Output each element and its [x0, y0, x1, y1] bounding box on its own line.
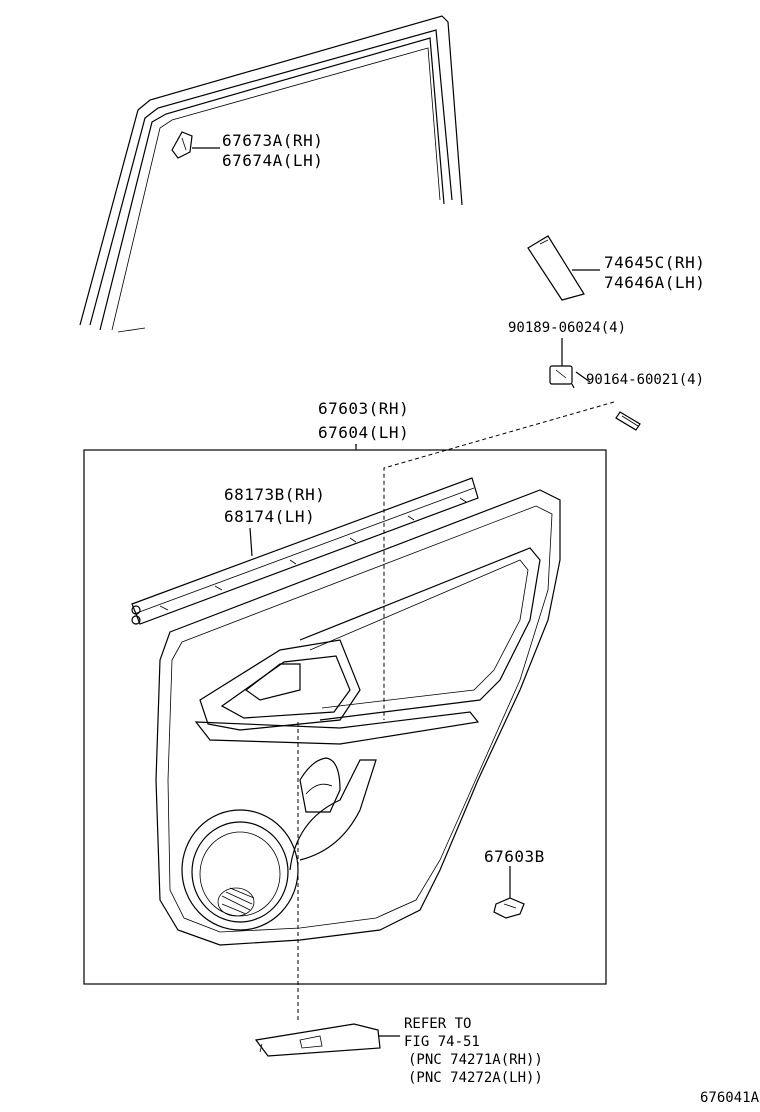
callout-line: 68173B(RH): [224, 485, 325, 504]
callout-line: 68174(LH): [224, 507, 315, 526]
switch-bezel-part: [254, 1023, 400, 1057]
garnish-part: [527, 235, 600, 301]
callout-90189: 90189-06024(4): [508, 320, 626, 336]
callout-line: 74645C(RH): [604, 253, 705, 272]
corner-clip-part: [171, 131, 220, 159]
callout-67603B: 67603B: [484, 847, 545, 866]
clip-nut-part: [549, 338, 573, 385]
callout-refer-to: REFER TO FIG 74-51 (PNC 74271A(RH)) (PNC…: [404, 1016, 543, 1086]
screw-part: [571, 371, 641, 431]
callout-line: 67604(LH): [318, 423, 409, 442]
callout-line: 67673A(RH): [222, 131, 323, 150]
figure-id: 676041A: [700, 1090, 760, 1106]
callout-line: FIG 74-51: [404, 1034, 480, 1050]
callout-line: (PNC 74272A(LH)): [408, 1070, 543, 1086]
callout-line: 74646A(LH): [604, 273, 705, 292]
callout-line: 67674A(LH): [222, 151, 323, 170]
callout-67603: 67603(RH) 67604(LH): [318, 399, 409, 442]
callout-67673A: 67673A(RH) 67674A(LH): [222, 131, 323, 170]
callout-68173B: 68173B(RH) 68174(LH): [224, 485, 325, 526]
callout-line: REFER TO: [404, 1016, 471, 1032]
door-frame-drawing: [79, 15, 463, 333]
push-clip-part: [493, 866, 525, 919]
assembly-frame-box: [83, 449, 607, 985]
callout-90164: 90164-60021(4): [586, 372, 704, 388]
door-trim-panel: [155, 489, 561, 946]
callout-line: 90164-60021(4): [586, 372, 704, 388]
callout-line: 67603B: [484, 847, 545, 866]
callout-line: (PNC 74271A(RH)): [408, 1052, 543, 1068]
callout-74645C: 74645C(RH) 74646A(LH): [604, 253, 705, 292]
weatherstrip-part: [131, 477, 479, 625]
callout-line: 67603(RH): [318, 399, 409, 418]
callout-line: 90189-06024(4): [508, 320, 626, 336]
